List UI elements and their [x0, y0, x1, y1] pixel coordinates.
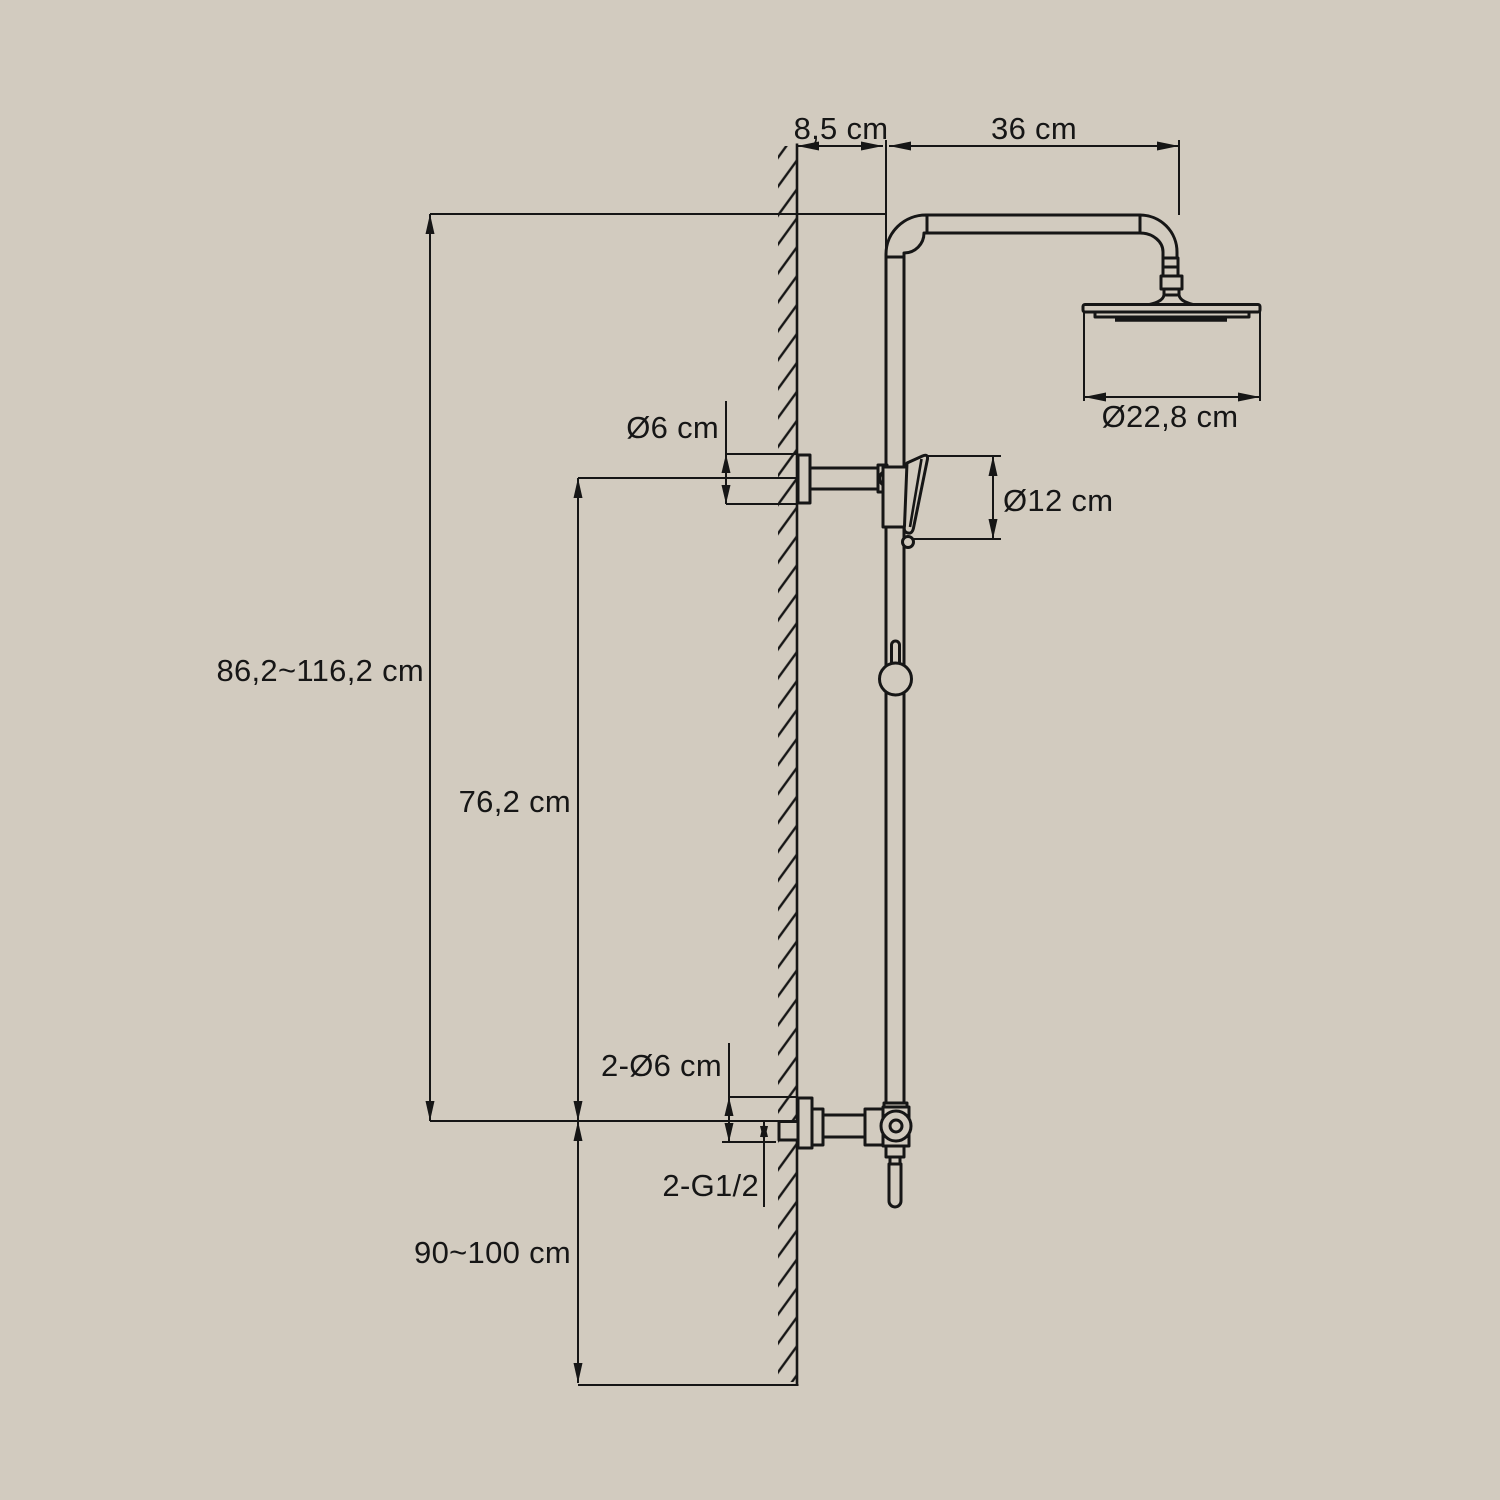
arrowhead [724, 1123, 734, 1142]
valve-handle [887, 1162, 903, 1209]
arrowhead [724, 1097, 734, 1116]
dim-upper-bracket-diameter: Ø6 cm [626, 401, 798, 505]
arrowhead [889, 141, 911, 151]
arrowhead [1238, 392, 1260, 402]
arrowhead [988, 519, 998, 539]
riser-top-elbow [884, 213, 929, 261]
dim-label-holder-diameter: Ø12 cm [1003, 483, 1113, 518]
dim-label-arm-length: 36 cm [991, 111, 1077, 146]
upper-bracket-arm [808, 466, 880, 491]
dim-valve-floor-height: 90~100 cm [414, 1121, 799, 1386]
dim-bracket-spacing: 76,2 cm [459, 477, 799, 1121]
dim-label-valve-floor-height: 90~100 cm [414, 1235, 571, 1270]
arrowhead [573, 1121, 583, 1141]
shower-arm [925, 213, 1142, 235]
wall-inlet-connector [777, 1120, 801, 1142]
head-body [1093, 310, 1251, 319]
shower-head [1081, 303, 1262, 322]
arrowhead [425, 214, 435, 234]
dimension-annotations: 8,5 cm 36 cm 86,2~116,2 cm 76,2 cm [216, 111, 1261, 1386]
dim-label-head-diameter: Ø22,8 cm [1102, 399, 1239, 434]
arrowhead [1084, 392, 1106, 402]
dim-label-upper-bracket-diameter: Ø6 cm [626, 410, 719, 445]
shower-column [777, 213, 1262, 1209]
dim-thread-connections: 2-G1/2 [662, 1121, 768, 1207]
arrowhead [1157, 141, 1179, 151]
dim-label-valve-escutcheons: 2-Ø6 cm [601, 1048, 722, 1083]
dim-label-thread-connections: 2-G1/2 [662, 1168, 759, 1203]
arrowhead [425, 1101, 435, 1121]
dim-label-wall-offset: 8,5 cm [794, 111, 889, 146]
arrowhead [861, 141, 883, 151]
arrowhead [721, 485, 731, 504]
dim-valve-escutcheons: 2-Ø6 cm [601, 1043, 798, 1143]
dim-riser-height-range: 86,2~116,2 cm [216, 213, 886, 1121]
arrowhead [760, 1126, 768, 1142]
dim-arm-length: 36 cm [889, 111, 1180, 215]
valve-adapter [810, 1107, 825, 1147]
dim-wall-offset: 8,5 cm [794, 111, 889, 258]
slider-knob [878, 639, 913, 697]
dim-label-bracket-spacing: 76,2 cm [459, 784, 571, 819]
arrowhead [573, 1363, 583, 1383]
upper-bracket-plate [796, 453, 812, 505]
riser-slide-sleeve [881, 465, 909, 529]
arrowhead [573, 1101, 583, 1121]
dim-label-riser-height-range: 86,2~116,2 cm [216, 653, 424, 688]
wall-bracket-upper [796, 453, 896, 505]
valve-outlet [888, 1118, 904, 1134]
wall-hatching [778, 146, 798, 1382]
holder-inner-edge [908, 458, 923, 528]
head-connector [1143, 256, 1199, 307]
lower-bracket-plate [796, 1096, 814, 1150]
holder-hook [901, 535, 915, 549]
arrowhead [797, 141, 819, 151]
slider-knob-ball [878, 661, 913, 697]
arrowhead [988, 456, 998, 476]
valve-inlet-pipe [821, 1113, 867, 1139]
diverter-valve-assembly [777, 1096, 913, 1209]
arrowhead [573, 478, 583, 498]
hand-shower-holder [901, 453, 930, 549]
valve-nut [884, 1144, 906, 1159]
wall [778, 143, 799, 1385]
arrowhead [721, 454, 731, 473]
dim-holder-diameter: Ø12 cm [911, 455, 1113, 540]
arm-end-elbow [1138, 213, 1179, 260]
dim-head-diameter: Ø22,8 cm [1083, 308, 1261, 434]
